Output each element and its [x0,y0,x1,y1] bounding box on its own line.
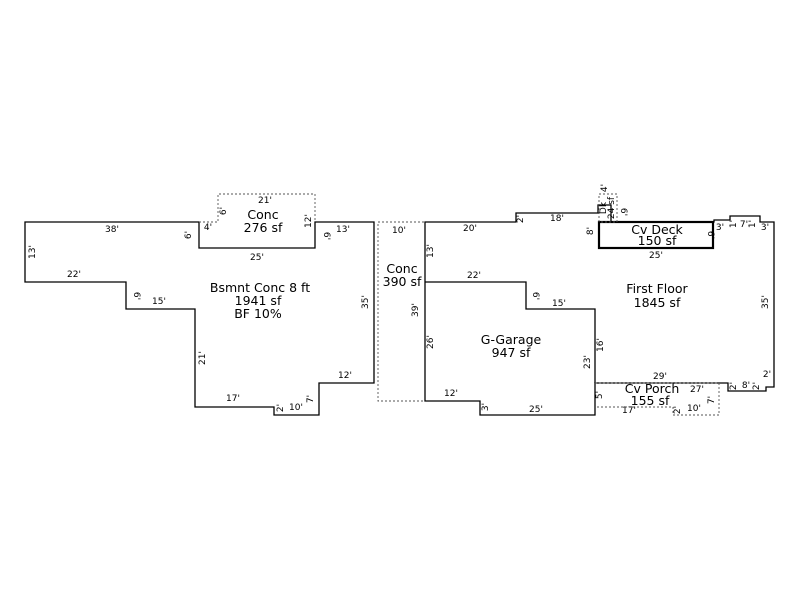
dim-label: 2' [752,382,762,390]
conc-top-name: Conc [247,207,278,222]
conc-side-size: 390 sf [383,274,422,289]
conc-top-size: 276 sf [244,220,283,235]
dim-label: 25' [649,251,663,261]
dim-label: 8' [586,227,596,235]
first-floor-outline [424,204,775,416]
dim-label: 7' [306,395,316,403]
dim-label: 3' [481,403,491,411]
dim-label: 35' [761,295,771,309]
dim-label: 20' [463,224,477,234]
dim-label: 2' [763,370,771,380]
dim-label: 4' [600,184,610,192]
dim-label: 22' [67,270,81,280]
dim-label: 17' [622,406,636,416]
basement-note: BF 10% [234,306,282,321]
dim-label: 3' [761,223,769,233]
garage-boundary [425,281,596,383]
cv-porch-size: 155 sf [631,393,670,408]
cv-porch-name: Cv Porch [625,381,680,396]
dim-label: 10' [392,226,406,236]
dim-label: 21' [258,196,272,206]
basement-size: 1941 sf [235,293,282,308]
dim-label: 6' [131,292,141,300]
conc-side-name: Conc [386,261,417,276]
dim-label: 25' [529,405,543,415]
dim-label: 15' [152,297,166,307]
first-floor-size: 1845 sf [634,295,681,310]
dim-label: 39' [411,303,421,317]
dim-label: 6' [219,207,229,215]
dim-label: 23' [583,355,593,369]
dim-label: 6' [321,232,331,240]
dim-label: 3' [716,223,724,233]
dim-label: 22' [467,271,481,281]
dim-label: 35' [361,295,371,309]
dim-label: 25' [250,253,264,263]
dim-label: 17' [226,394,240,404]
dk-outline [598,193,618,223]
dim-label: 8' [742,381,750,391]
dim-label: 29' [653,372,667,382]
cv-deck-size: 150 sf [638,233,677,248]
dim-label: 12' [338,371,352,381]
dim-label: 7' [740,220,748,230]
dim-label: 2' [516,215,526,223]
dim-label: 5' [595,391,605,399]
dim-label: 27' [690,385,704,395]
dim-label: 13' [336,225,350,235]
first-floor-name: First Floor [626,281,688,296]
dim-label: 26' [426,335,436,349]
dim-label: 16' [596,338,606,352]
dim-label: 21' [198,351,208,365]
dim-label: 6' [705,231,715,239]
dk-name: Dk [599,201,609,214]
conc-top-outline [199,193,316,223]
dim-label: 6' [618,208,628,216]
cv-deck-name: Cv Deck [631,222,683,237]
garage-size: 947 sf [492,345,531,360]
dim-label: 13' [28,245,38,259]
dim-label: 18' [550,214,564,224]
dim-label: 1' [748,220,758,228]
dim-label: 1' [729,220,739,228]
dim-label: 38' [105,225,119,235]
dim-label: 12' [444,389,458,399]
dim-label: 4' [204,223,212,233]
dim-label: 7' [707,396,717,404]
cv-deck-outline [597,220,715,250]
dim-label: 2' [276,404,286,412]
dim-label: 2' [673,406,683,414]
dim-label: 6' [530,292,540,300]
dk-size: 24 sf [607,196,617,219]
basement-name: Bsmnt Conc 8 ft [210,280,310,295]
dim-label: 12' [304,214,314,228]
dim-label: 6' [184,231,194,239]
dim-label: 2' [729,382,739,390]
dim-label: 13' [426,244,436,258]
dim-label: 10' [687,404,701,414]
basement-outline [24,221,375,416]
dim-label: 10' [289,403,303,413]
dim-label: 15' [552,299,566,309]
garage-name: G-Garage [481,332,542,347]
